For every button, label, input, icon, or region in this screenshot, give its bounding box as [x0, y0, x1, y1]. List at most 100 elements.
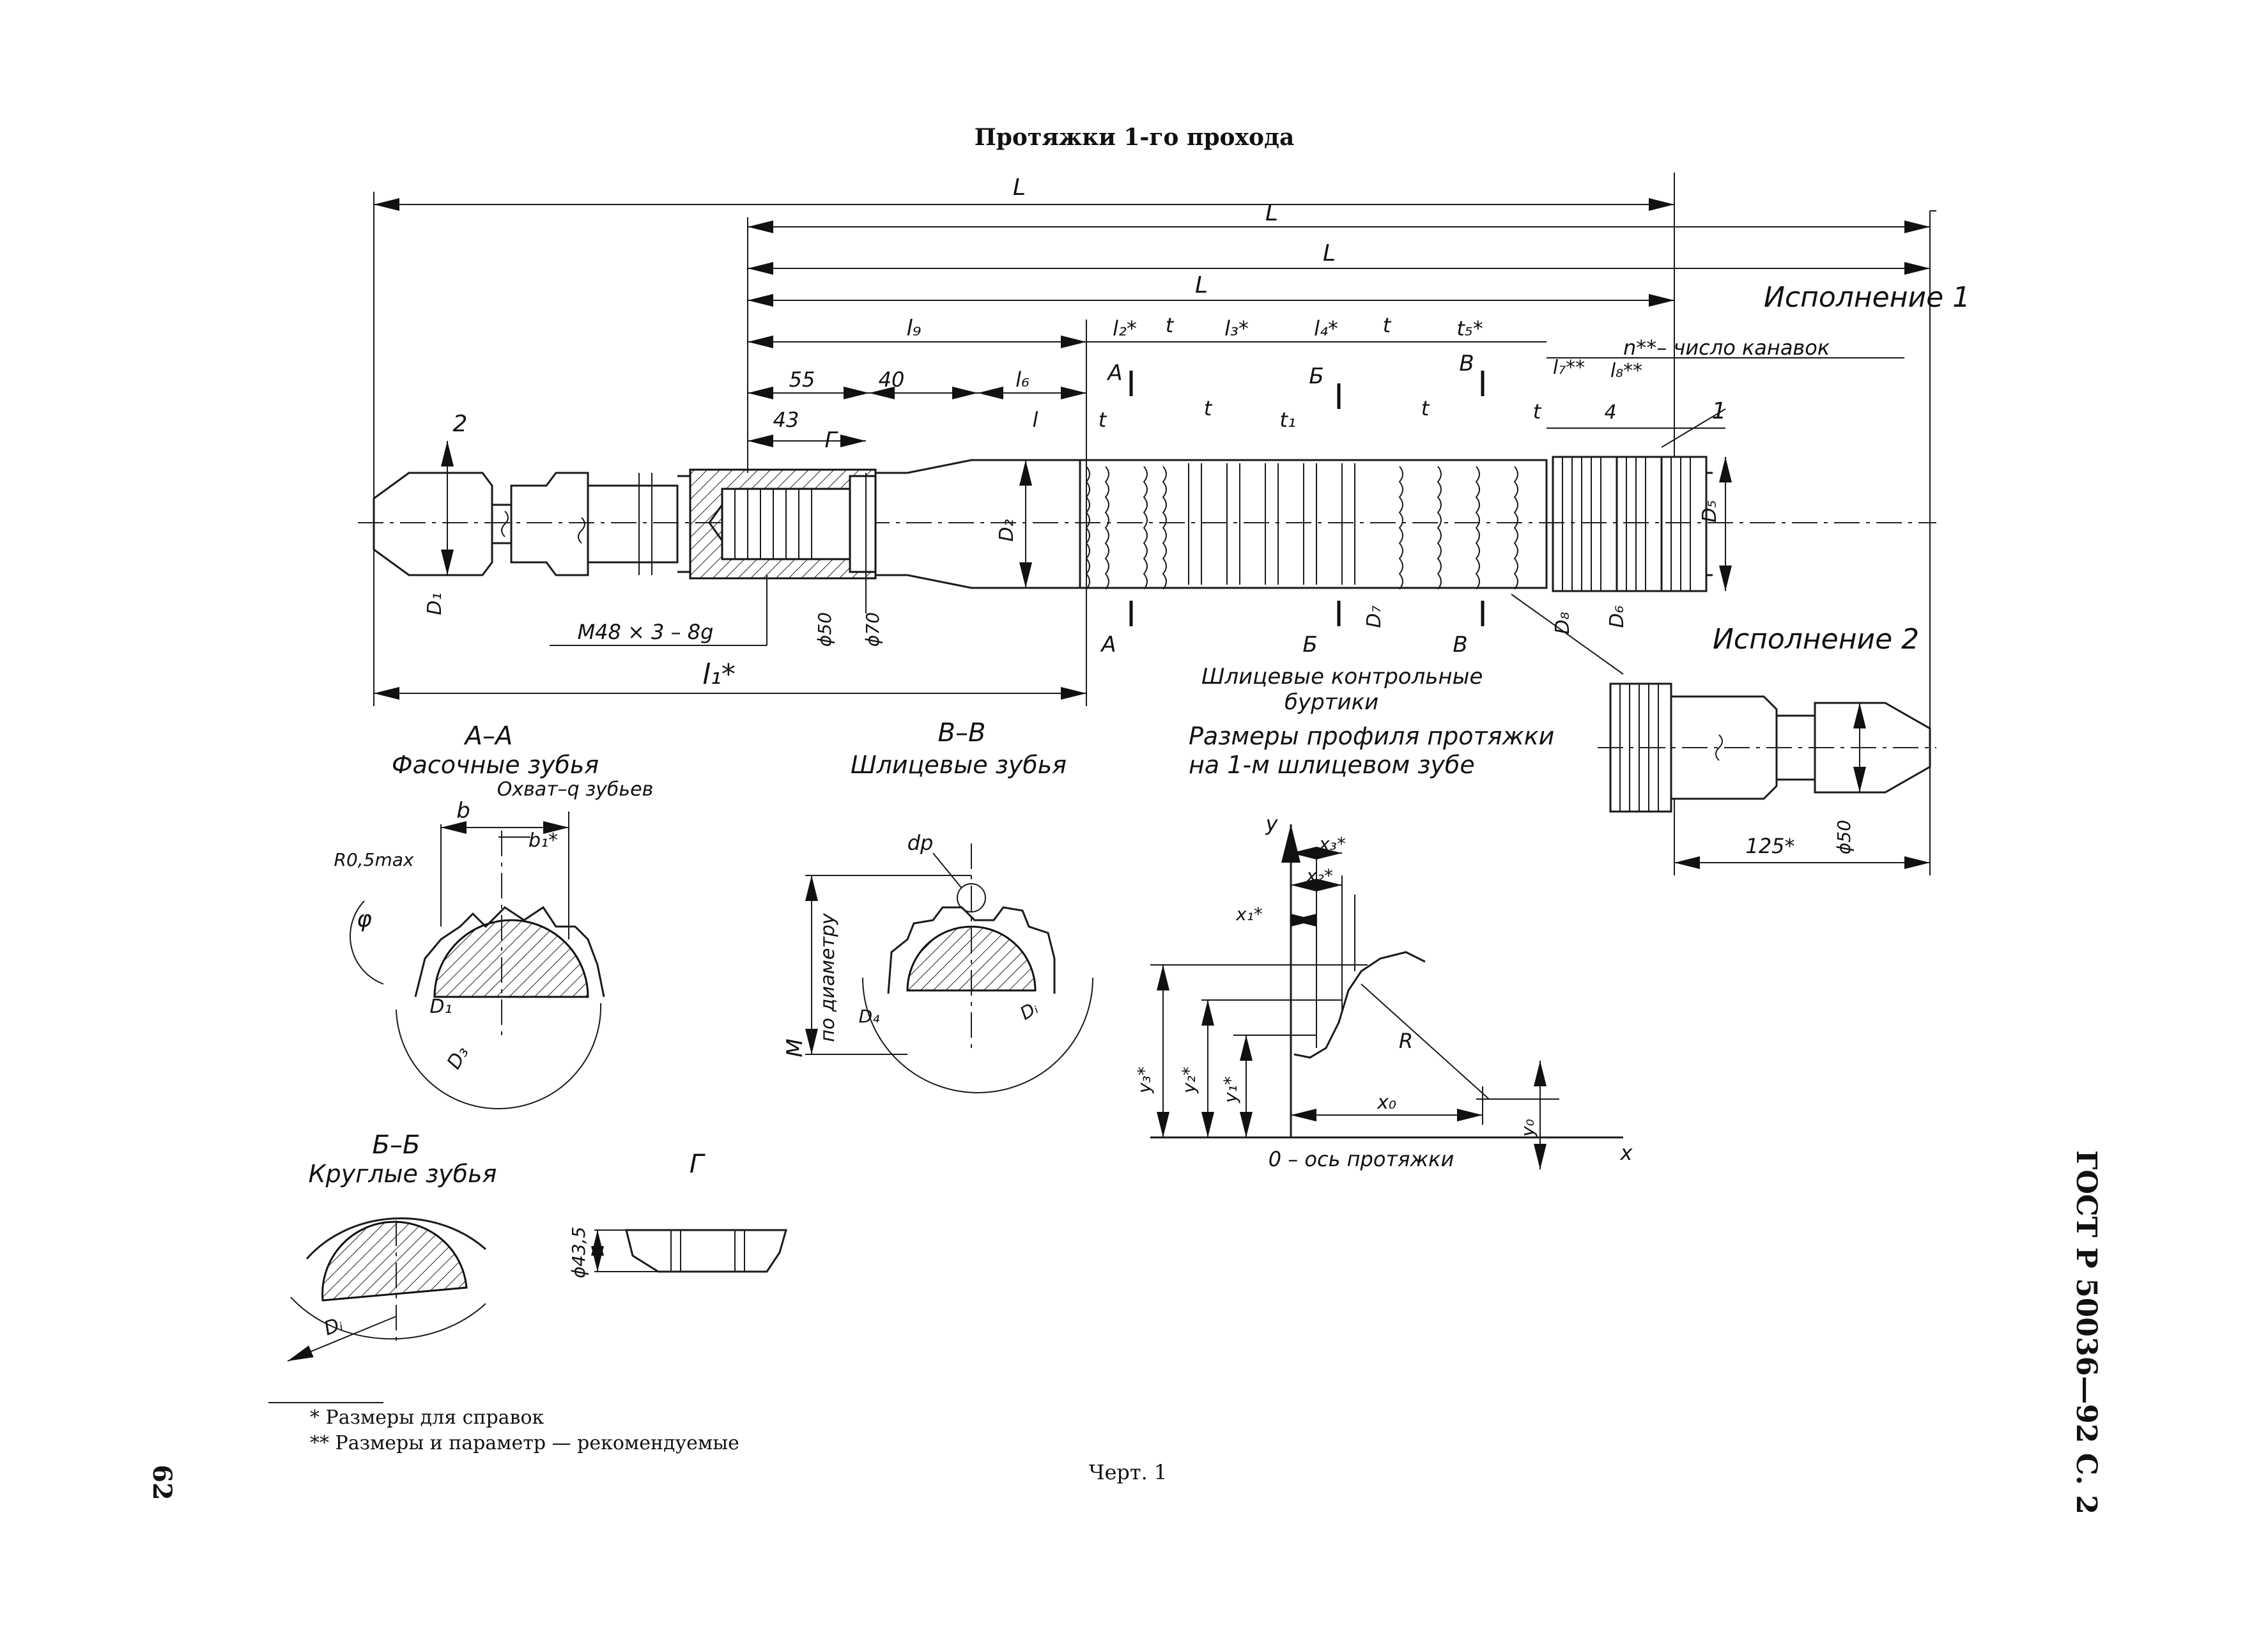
section-VV-dp: dp — [907, 831, 934, 855]
dim-t-1: t — [1166, 313, 1175, 337]
section-AA-r05: R0,5max — [334, 849, 414, 870]
dim-t-5: t — [1421, 396, 1430, 420]
section-AA-title: А–А — [463, 721, 513, 751]
dim-D1: D₁ — [424, 592, 446, 615]
spline-collar-2 — [1616, 456, 1663, 592]
dim-t-6: t — [1533, 399, 1542, 424]
dim-4: 4 — [1604, 401, 1616, 424]
label-2: 2 — [453, 411, 468, 437]
dim-l6: l₆ — [1015, 367, 1030, 392]
profile-title-1: Размеры профиля протяжки — [1189, 722, 1554, 750]
cutting-teeth-section — [1080, 459, 1548, 589]
teeth-lines — [1085, 463, 1518, 590]
profile-x2: x₂* — [1306, 865, 1333, 886]
dim-l9: l₉ — [906, 316, 921, 341]
section-VV-M: M — [782, 1038, 808, 1057]
diam-70: ϕ70 — [862, 612, 883, 647]
dim-l4: l₄* — [1314, 316, 1338, 341]
shank-head — [373, 472, 493, 576]
section-AA: А–А Фасочные зубья b Охват–q зубьев b₁* … — [334, 721, 654, 1109]
profile-title-2: на 1-м шлицевом зубе — [1189, 751, 1475, 779]
dim-l8: l₈** — [1610, 360, 1642, 382]
section-BB: Б–Б Круглые зубья Dᵢ — [287, 1130, 497, 1362]
shank-neck — [510, 472, 589, 576]
diam-50-v2: ϕ50 — [1833, 820, 1855, 854]
thread-label: M48 × 3 – 8g — [578, 620, 714, 644]
section-VV-Di: Dᵢ — [1016, 997, 1042, 1024]
spline-control-label-1: Шлицевые контрольные — [1201, 664, 1483, 689]
section-AA-b: b — [456, 798, 470, 824]
profile-y-axis: y — [1265, 812, 1279, 836]
section-mark-B-top: Б — [1309, 364, 1323, 389]
dim-D8: D₈ — [1552, 612, 1574, 634]
profile-axis-label: 0 – ось протяжки — [1269, 1147, 1454, 1171]
dim-125: 125* — [1745, 834, 1794, 858]
dim-L1-b: L — [1323, 240, 1336, 266]
dim-D2: D₂ — [996, 519, 1018, 541]
dim-l5: t₅* — [1456, 316, 1483, 341]
dim-t-2: t — [1383, 313, 1392, 337]
profile-x-axis: x — [1620, 1141, 1633, 1165]
dim-t-4: t — [1204, 396, 1213, 420]
section-mark-V-bottom: B — [1453, 632, 1467, 658]
section-mark-A-bottom: A — [1100, 632, 1116, 658]
dim-D7: D₇ — [1363, 605, 1385, 628]
label-G: Г — [825, 427, 839, 453]
footnote-double-star: ** Размеры и параметр — рекомендуемые — [310, 1432, 739, 1454]
section-AA-phi: φ — [357, 906, 372, 932]
broach-neck — [876, 459, 1081, 589]
section-AA-subtitle: Фасочные зубья — [392, 751, 599, 779]
profile-dimensions: Размеры профиля протяжки на 1-м шлицевом… — [1134, 722, 1633, 1171]
detail-G-d435: ϕ43,5 — [568, 1227, 589, 1279]
section-AA-coverage: Охват–q зубьев — [497, 778, 654, 801]
grooves-count-label: n**– число канавок — [1623, 335, 1830, 360]
section-VV-by-diameter: по диаметру — [817, 913, 839, 1042]
detail-G: Г ϕ43,5 — [568, 1150, 787, 1279]
variant-2-view: Исполнение 2 125* ϕ50 — [1598, 623, 1936, 875]
profile-x0: x₀ — [1377, 1091, 1396, 1114]
profile-R: R — [1399, 1029, 1413, 1053]
dim-l3: l₃* — [1224, 316, 1249, 341]
section-VV-subtitle: Шлицевые зубья — [851, 751, 1067, 779]
profile-y3: y₃* — [1134, 1067, 1155, 1094]
section-BB-Di: Dᵢ — [321, 1313, 346, 1341]
profile-y2: y₂* — [1178, 1067, 1200, 1094]
section-AA-b1: b₁* — [528, 829, 558, 852]
dim-L1-c: L — [1195, 272, 1208, 298]
dim-D5: D₅ — [1699, 500, 1721, 522]
page-number: 62 — [147, 1465, 177, 1500]
dim-D6: D₆ — [1606, 605, 1628, 628]
dim-40: 40 — [879, 367, 905, 392]
detail-G-title: Г — [690, 1150, 706, 1179]
label-1: 1 — [1712, 398, 1727, 424]
figure-caption: Черт. 1 — [1089, 1460, 1168, 1484]
profile-y0: y₀ — [1517, 1119, 1538, 1137]
dim-55: 55 — [789, 367, 815, 392]
dim-l: l — [1033, 408, 1038, 432]
spline-control-label-2: буртики — [1284, 689, 1378, 715]
section-mark-V-top: B — [1459, 351, 1474, 376]
section-AA-D3: D₃ — [443, 1042, 474, 1073]
standard-label: ГОСТ Р 50036—92 С. 2 — [2070, 1150, 2102, 1514]
dim-43: 43 — [773, 408, 799, 432]
profile-x1: x₁* — [1235, 904, 1263, 925]
section-mark-B-bottom: Б — [1302, 632, 1317, 658]
page-title: Протяжки 1-го прохода — [975, 124, 1295, 151]
section-VV-title: В–В — [938, 718, 986, 748]
dim-l7: l₇** — [1553, 357, 1585, 379]
dim-L1-a: L — [1265, 200, 1278, 226]
variant-2-label: Исполнение 2 — [1713, 623, 1919, 656]
section-BB-subtitle: Круглые зубья — [309, 1160, 497, 1188]
dim-t1: t₁ — [1279, 408, 1295, 432]
profile-x3: x₃* — [1318, 833, 1346, 854]
broach-main-view: L L L L l₉ l₂* t l₃* l₄* t t₅* l₇** l₈**… — [358, 173, 1970, 875]
section-AA-D1: D₁ — [429, 996, 452, 1018]
section-VV: В–В Шлицевые зубья dp M по диаметру D₄ D… — [782, 718, 1093, 1093]
spline-collar-3 — [1660, 456, 1708, 592]
section-BB-title: Б–Б — [373, 1130, 420, 1160]
dim-l2: l₂* — [1113, 316, 1137, 341]
dim-t-3: t — [1099, 408, 1107, 432]
dim-l1-star: l₁* — [702, 658, 736, 691]
section-mark-A-top: A — [1106, 360, 1122, 386]
